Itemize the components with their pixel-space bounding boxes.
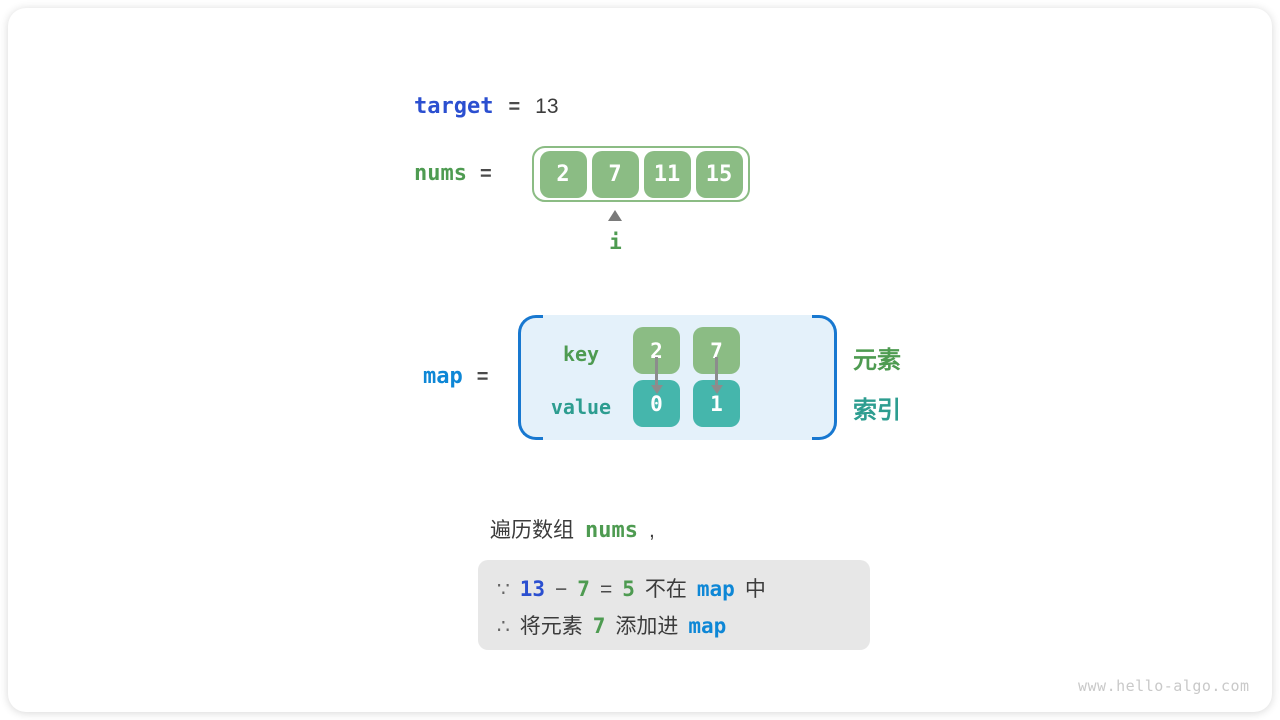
element-side-label: 元素 [853,347,901,374]
key-to-value-arrow-icon [650,357,663,394]
note-element-value: 7 [592,614,606,638]
therefore-symbol: ∴ [497,616,510,638]
nums-variable-label: nums [414,161,467,186]
note-map-label: map [688,614,727,638]
nums-assignment: nums = [414,161,492,186]
map-variable-label: map [423,364,463,389]
equals-sign: = [599,578,613,601]
note-prefix-text: 将元素 [519,615,583,638]
map-key-row-label: key [562,342,600,366]
caption-text: 遍历数组 [490,519,574,542]
nums-array-cell: 15 [695,150,743,198]
nums-array-cell: 7 [591,150,639,198]
map-left-bracket [518,315,543,440]
note-line-therefore: ∴ 将元素 7 添加进 map [497,610,870,640]
index-pointer-up-caret-icon [608,210,622,221]
note-target-value: 13 [519,577,546,601]
target-variable-label: target [414,94,494,119]
watermark-url: www.hello-algo.com [1078,677,1250,695]
index-pointer-label: i [609,230,622,254]
nums-array-cell: 11 [643,150,691,198]
index-side-label: 索引 [853,397,901,424]
key-to-value-arrow-icon [710,357,723,394]
because-symbol: ∵ [497,579,510,601]
note-not-in-text: 不在 [644,578,687,601]
map-value-row-label: value [550,395,612,419]
note-map-label: map [696,577,735,601]
nums-array-cell: 2 [539,150,587,198]
minus-sign: − [555,578,568,601]
nums-array: 2 7 11 15 [532,146,750,202]
caption-comma: , [648,519,655,542]
hash-map-diagram: key value 2 7 0 1 [518,315,837,440]
note-result-value: 5 [622,577,635,601]
note-line-because: ∵ 13 − 7 = 5 不在 map 中 [497,573,870,603]
target-assignment: target = 13 [414,94,559,119]
reasoning-note-box: ∵ 13 − 7 = 5 不在 map 中 ∴ 将元素 7 添加进 map [478,560,870,650]
target-value: 13 [535,95,559,118]
caption-line: 遍历数组 nums , [490,514,655,544]
note-element-value: 7 [577,577,590,601]
map-right-bracket [812,315,837,440]
map-equals-sign: = [476,366,489,388]
note-in-suffix-text: 中 [744,578,766,601]
target-equals-sign: = [508,96,521,118]
note-middle-text: 添加进 [615,615,679,638]
caption-nums-label: nums [585,518,638,543]
map-assignment: map = [423,364,488,389]
nums-equals-sign: = [479,163,492,185]
